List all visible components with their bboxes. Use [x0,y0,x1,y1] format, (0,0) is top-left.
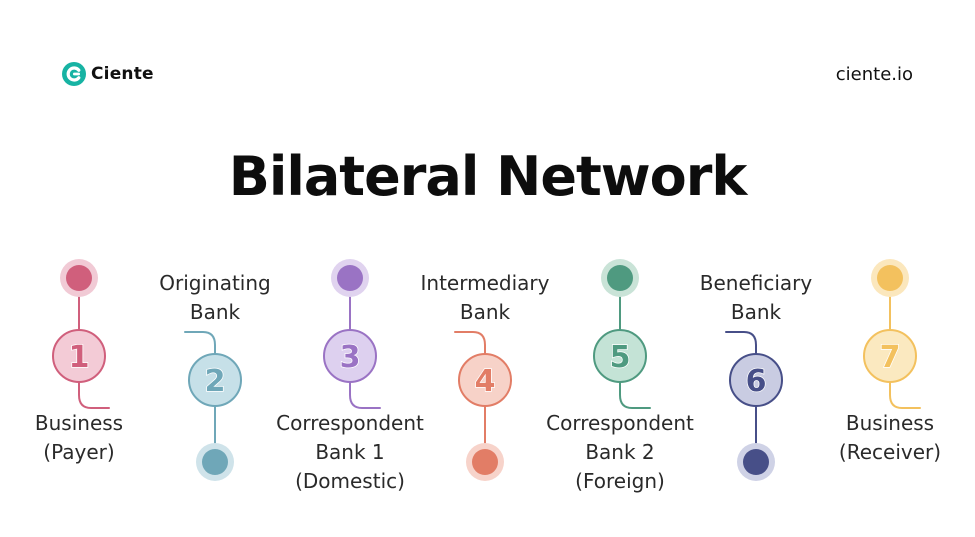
step-1-node [52,329,106,383]
step-2-number: 2 [205,364,226,399]
step-5-label-line: Bank 2 [585,440,655,464]
step-7-number: 7 [880,340,901,375]
step-1-dot [66,265,92,291]
step-7-dot [877,265,903,291]
step-6-number: 6 [746,364,767,399]
step-4-label-line: Bank [459,300,511,324]
step-5-label-line: (Foreign) [575,469,665,493]
step-5-number: 5 [610,340,631,375]
step-7-node [863,329,917,383]
step-6-dot [743,449,769,475]
brand-logo: Ciente [62,62,154,86]
step-1-number: 1 [69,340,90,375]
step-6-label-line: Bank [730,300,782,324]
step-7-label-line: (Receiver) [838,440,942,464]
step-4-label-line: Intermediary [420,271,550,295]
step-2-label-line: Originating [159,271,271,295]
step-3-label-line: Bank 1 [315,440,385,464]
ciente-logo-icon [62,62,86,86]
step-2-dot [202,449,228,475]
step-5-dot [607,265,633,291]
step-3-number: 3 [340,340,361,375]
step-1-label-line: Business [34,411,124,435]
step-1-label-line: (Payer) [43,440,115,464]
step-6-label-line: Beneficiary [699,271,813,295]
step-4-number: 4 [475,364,496,399]
step-6-node [729,353,783,407]
step-5-label-line: Correspondent [546,411,694,435]
site-url: ciente.io [835,64,913,85]
step-7-label-line: Business [845,411,935,435]
step-3-dot [337,265,363,291]
step-1-label: Business (Payer) [0,409,174,467]
step-3-label-line: Correspondent [276,411,424,435]
step-3-node [323,329,377,383]
step-4-dot [472,449,498,475]
step-2-label-line: Bank [189,300,241,324]
step-4-node [458,353,512,407]
step-2-node [188,353,242,407]
page-title: Bilateral Network [228,145,748,208]
step-7-label: Business (Receiver) [795,409,975,467]
brand-name: Ciente [91,64,154,84]
step-5-node [593,329,647,383]
step-3-label-line: (Domestic) [295,469,405,493]
